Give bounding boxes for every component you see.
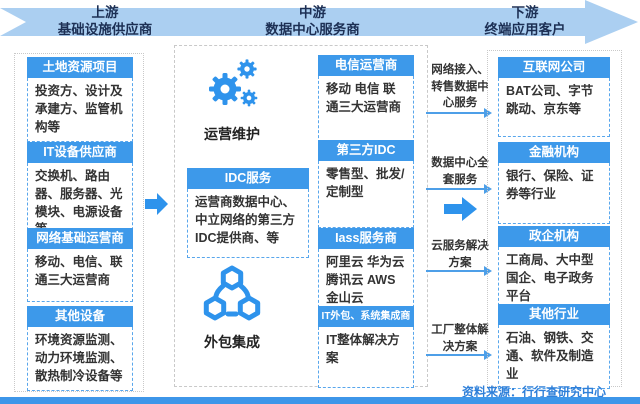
box-government-enterprises: 政企机构 工商局、大中型国企、电子政务平台 (498, 226, 610, 312)
box-land-resources: 土地资源项目 投资方、设计及承建方、监管机构等 (27, 57, 133, 143)
banner-upstream-line1: 上游 (91, 5, 119, 20)
box-network-operators: 网络基础运营商 移动、电信、联通三大运营商 (27, 228, 133, 302)
box-government-enterprises-title: 政企机构 (498, 226, 610, 247)
box-third-party-idc-body: 零售型、批发/定制型 (318, 161, 414, 228)
box-third-party-idc: 第三方IDC 零售型、批发/定制型 (318, 140, 414, 228)
banner-downstream: 下游 终端应用客户 (450, 5, 600, 38)
box-other-equipment-title: 其他设备 (27, 306, 133, 327)
upstream-group-frame (14, 53, 144, 392)
box-it-outsourcing: IT外包、系统集成商 IT整体解决方案 (318, 306, 414, 388)
bottom-accent-bar (0, 397, 640, 404)
box-internet-companies-title: 互联网公司 (498, 57, 610, 78)
flow-label-factory-solution: 工厂整体解决方案 (431, 324, 489, 353)
gears-icon (202, 56, 262, 121)
box-other-industries-title: 其他行业 (498, 304, 610, 325)
flow-arrow-factory-solution (426, 350, 492, 360)
box-iaas-providers-body: 阿里云 华为云 腾讯云 AWS 金山云 (318, 249, 414, 314)
box-internet-companies-body: BAT公司、字节跳动、京东等 (498, 78, 610, 137)
box-it-outsourcing-body: IT整体解决方案 (318, 327, 414, 388)
outsourcing-integration-label: 外包集成 (204, 334, 260, 350)
box-other-equipment-body: 环境资源监测、动力环境监测、散热制冷设备等 (27, 327, 133, 392)
flow-arrow-network-access (426, 108, 492, 118)
box-third-party-idc-title: 第三方IDC (318, 140, 414, 161)
box-internet-companies: 互联网公司 BAT公司、字节跳动、京东等 (498, 57, 610, 137)
banner-midstream-line1: 中游 (299, 5, 326, 20)
box-telecom-operators-title: 电信运营商 (318, 55, 414, 76)
box-it-equipment-title: IT设备供应商 (27, 142, 133, 163)
box-other-equipment: 其他设备 环境资源监测、动力环境监测、散热制冷设备等 (27, 306, 133, 392)
banner-downstream-line2: 终端应用客户 (484, 21, 566, 37)
box-telecom-operators: 电信运营商 移动 电信 联通三大运营商 (318, 55, 414, 143)
arrow-midstream-to-downstream (444, 196, 478, 227)
flow-label-cloud-solution: 云服务解决方案 (431, 240, 489, 269)
data-source-credit: 资料来源：行行查研究中心 (461, 385, 606, 399)
box-telecom-operators-body: 移动 电信 联通三大运营商 (318, 76, 414, 143)
box-financial-institutions-title: 金融机构 (498, 142, 610, 163)
box-network-operators-body: 移动、电信、联通三大运营商 (27, 249, 133, 302)
flow-label-datacenter-fullservice: 数据中心全套服务 (431, 157, 489, 186)
banner-downstream-line1: 下游 (511, 5, 539, 20)
box-idc-service-title: IDC服务 (187, 168, 309, 189)
flow-arrow-datacenter-fullservice (426, 184, 492, 194)
hexagon-network-icon (202, 264, 262, 329)
banner-upstream: 上游 基础设施供应商 (20, 5, 190, 38)
box-iaas-providers: Iass服务商 阿里云 华为云 腾讯云 AWS 金山云 (318, 228, 414, 314)
banner-upstream-line2: 基础设施供应商 (57, 21, 153, 37)
box-financial-institutions-body: 银行、保险、证券等行业 (498, 163, 610, 224)
box-land-resources-title: 土地资源项目 (27, 57, 133, 78)
box-it-outsourcing-title: IT外包、系统集成商 (318, 306, 414, 327)
arrow-upstream-to-midstream (144, 192, 170, 221)
box-iaas-providers-title: Iass服务商 (318, 228, 414, 249)
box-government-enterprises-body: 工商局、大中型国企、电子政务平台 (498, 247, 610, 312)
box-idc-service: IDC服务 运营商数据中心、中立网络的第三方IDC提供商、等 (187, 168, 309, 258)
box-financial-institutions: 金融机构 银行、保险、证券等行业 (498, 142, 610, 224)
banner-midstream: 中游 数据中心服务商 (230, 5, 395, 38)
box-idc-service-body: 运营商数据中心、中立网络的第三方IDC提供商、等 (187, 189, 309, 258)
box-other-industries: 其他行业 石油、钢铁、交通、软件及制造业 (498, 304, 610, 390)
box-land-resources-body: 投资方、设计及承建方、监管机构等 (27, 78, 133, 143)
box-network-operators-title: 网络基础运营商 (27, 228, 133, 249)
midstream-group-frame (174, 45, 428, 387)
box-other-industries-body: 石油、钢铁、交通、软件及制造业 (498, 325, 610, 390)
flow-arrow-cloud-solution (426, 266, 492, 276)
banner-midstream-line2: 数据中心服务商 (265, 21, 360, 37)
operation-maintenance-label: 运营维护 (204, 126, 260, 142)
flow-label-network-access: 网络接入、转售数据中心服务 (431, 64, 489, 110)
